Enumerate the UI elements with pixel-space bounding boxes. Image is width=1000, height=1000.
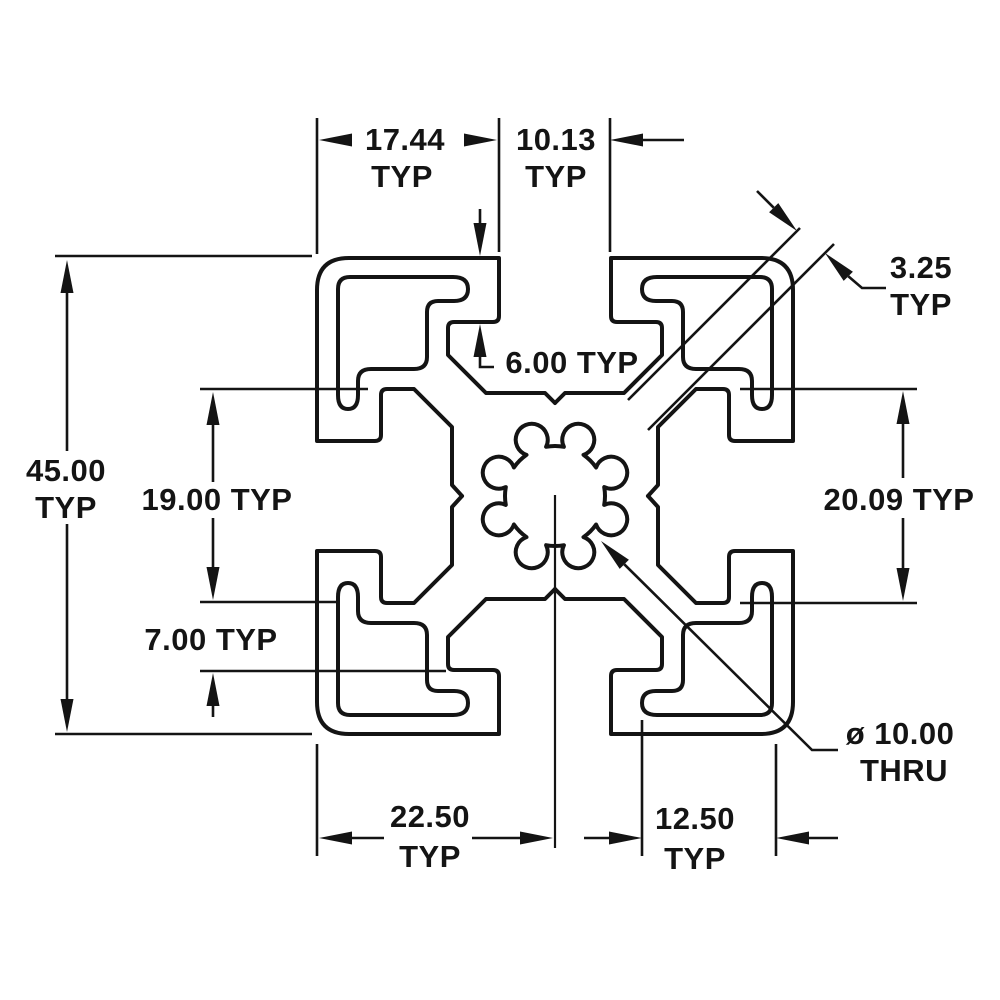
- dim-core-width: 19.00 TYP: [142, 387, 368, 604]
- extrusion-profile: [315, 256, 795, 848]
- dim-edge-to-slot-qualifier: TYP: [664, 841, 726, 876]
- center-bore-splined: [480, 421, 630, 571]
- dim-slot-opening-value: 10.13: [516, 122, 596, 157]
- dim-core-width-label: 19.00 TYP: [142, 482, 293, 517]
- dim-slot-offset-value: 17.44: [365, 122, 445, 157]
- dim-half-width-value: 22.50: [390, 799, 470, 834]
- dim-corner-radius-qualifier: TYP: [890, 287, 952, 322]
- dim-corner-radius-value: 3.25: [890, 250, 952, 285]
- dim-edge-to-slot-value: 12.50: [655, 801, 735, 836]
- dim-slot-opening-qualifier: TYP: [525, 159, 587, 194]
- dim-overall-width-value: 45.00: [26, 453, 106, 488]
- dim-slot-opening: 10.13 TYP: [516, 118, 684, 252]
- dim-slot-offset-qualifier: TYP: [371, 159, 433, 194]
- dim-center-bore-value: ø 10.00: [846, 716, 955, 751]
- dim-cavity-width-label: 20.09 TYP: [824, 482, 975, 517]
- dim-half-width-qualifier: TYP: [399, 839, 461, 874]
- dim-overall-width-qualifier: TYP: [35, 490, 97, 525]
- dim-slot-depth-label: 6.00 TYP: [505, 345, 638, 380]
- dim-corner-radius: 3.25 TYP: [627, 190, 952, 431]
- dim-edge-to-slot: 12.50 TYP: [584, 720, 838, 876]
- dim-slot-depth: 6.00 TYP: [473, 209, 638, 380]
- dim-center-bore-qualifier: THRU: [860, 753, 948, 788]
- dim-cavity-width: 20.09 TYP: [740, 387, 975, 605]
- dim-lip-offset: 7.00 TYP: [144, 622, 446, 717]
- dim-slot-offset: 17.44 TYP: [315, 118, 501, 254]
- dim-overall-width: 45.00 TYP: [26, 254, 312, 736]
- dim-center-bore: ø 10.00 THRU: [601, 541, 954, 788]
- dim-lip-offset-label: 7.00 TYP: [144, 622, 277, 657]
- dim-half-width: 22.50 TYP: [315, 744, 553, 874]
